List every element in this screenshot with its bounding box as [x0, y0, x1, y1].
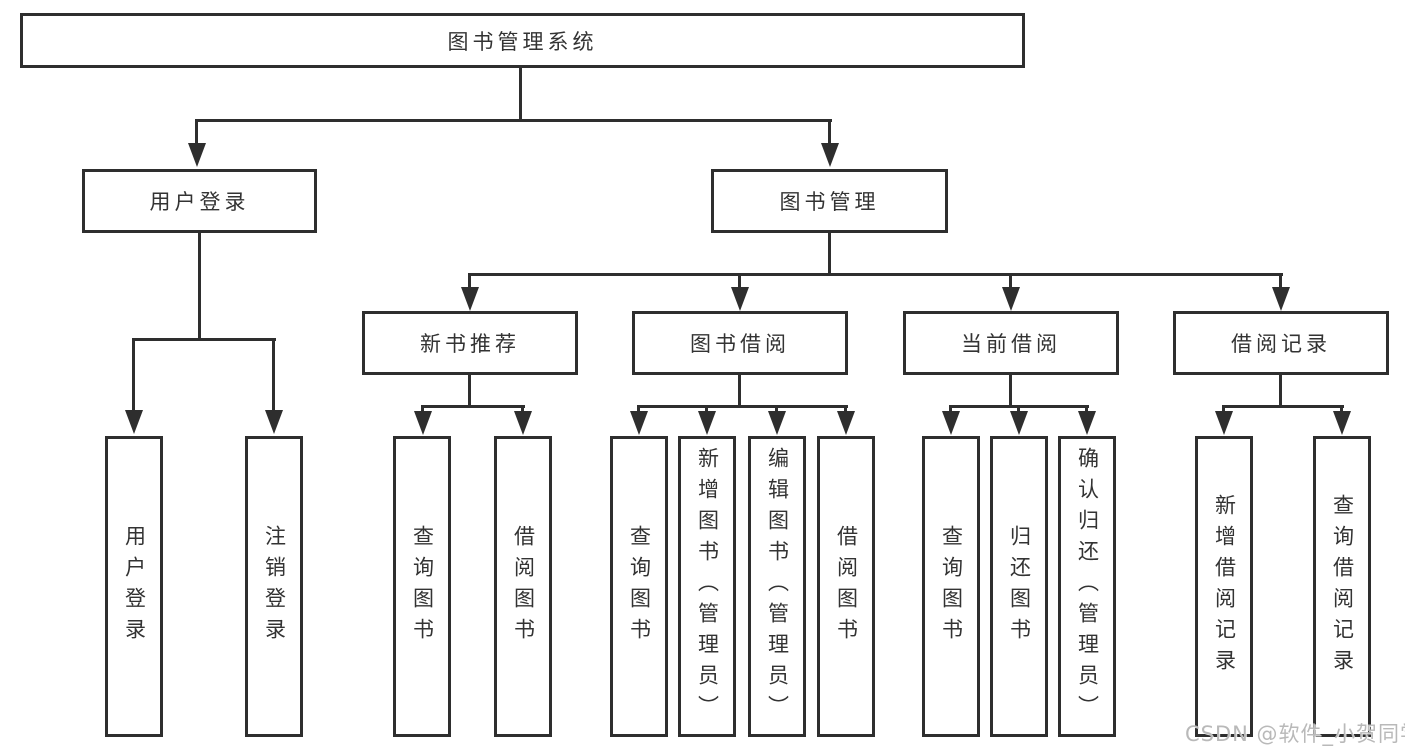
arrow-book-borrow	[731, 287, 749, 311]
leaf-user-login-label: 用户登录	[122, 524, 147, 649]
connector-book-borrow-drop	[738, 375, 741, 408]
arrow-query-books-1	[414, 411, 432, 435]
leaf-add-borrow-record-label: 新增借阅记录	[1212, 493, 1237, 680]
leaf-add-borrow-record: 新增借阅记录	[1195, 436, 1253, 737]
leaf-borrow-books-1: 借阅图书	[494, 436, 552, 737]
connector-leaf-login-stub	[132, 338, 135, 414]
leaf-return-books: 归还图书	[990, 436, 1048, 737]
connector-new-books-rail	[421, 405, 525, 408]
node-current-borrowing-label: 当前借阅	[961, 332, 1061, 356]
arrow-return-books	[1010, 411, 1028, 435]
node-book-management-label: 图书管理	[779, 190, 880, 214]
leaf-confirm-return-admin-label: 确认归还（管理员）	[1075, 447, 1100, 726]
connector-stub	[1017, 405, 1020, 414]
arrow-new-books	[461, 287, 479, 311]
connector-user-login-drop	[198, 233, 201, 341]
connector-book-mgmt-stub	[828, 119, 831, 147]
connector-stub	[1085, 405, 1088, 414]
leaf-borrow-books-2: 借阅图书	[817, 436, 875, 737]
arrow-edit-book	[768, 411, 786, 435]
node-book-borrowing-label: 图书借阅	[690, 332, 790, 356]
leaf-query-books-1: 查询图书	[393, 436, 451, 737]
node-user-login: 用户登录	[82, 169, 317, 233]
connector-stub	[521, 405, 524, 414]
node-current-borrowing: 当前借阅	[903, 311, 1119, 375]
leaf-borrow-books-1-label: 借阅图书	[511, 524, 536, 649]
arrow-leaf-logout	[265, 410, 283, 434]
arrow-add-borrow-record	[1215, 411, 1233, 435]
connector-current-borrow-stub	[1009, 273, 1012, 290]
leaf-return-books-label: 归还图书	[1007, 524, 1032, 649]
arrow-leaf-login	[125, 410, 143, 434]
connector-borrow-records-rail	[1222, 405, 1344, 408]
leaf-edit-book-admin-label: 编辑图书（管理员）	[765, 447, 790, 726]
connector-new-books-stub	[468, 273, 471, 290]
arrow-query-books-2	[630, 411, 648, 435]
connector-stub	[1222, 405, 1225, 414]
node-borrow-records: 借阅记录	[1173, 311, 1389, 375]
connector-borrow-records-stub	[1279, 273, 1282, 290]
connector-book-mgmt-drop	[828, 233, 831, 276]
leaf-query-books-2: 查询图书	[610, 436, 668, 737]
node-new-book-recommend: 新书推荐	[362, 311, 578, 375]
connector-user-login-rail	[132, 338, 276, 341]
connector-book-borrow-rail	[637, 405, 848, 408]
leaf-query-borrow-record-label: 查询借阅记录	[1330, 493, 1355, 680]
leaf-query-borrow-record: 查询借阅记录	[1313, 436, 1371, 737]
connector-user-login-stub	[195, 119, 198, 147]
connector-stub	[705, 405, 708, 414]
node-user-login-label: 用户登录	[149, 190, 250, 214]
arrow-borrow-books-2	[837, 411, 855, 435]
connector-book-borrow-stub	[738, 273, 741, 290]
watermark: CSDN @软件_小贺同学	[1185, 722, 1405, 746]
connector-root-drop	[519, 66, 522, 122]
node-new-book-recommend-label: 新书推荐	[420, 332, 520, 356]
leaf-add-book-admin-label: 新增图书（管理员）	[695, 447, 720, 726]
node-library-system: 图书管理系统	[20, 13, 1025, 68]
arrow-confirm-return	[1078, 411, 1096, 435]
connector-leaf-logout-stub	[272, 338, 275, 414]
arrow-borrow-books-1	[514, 411, 532, 435]
leaf-confirm-return-admin: 确认归还（管理员）	[1058, 436, 1116, 737]
leaf-add-book-admin: 新增图书（管理员）	[678, 436, 736, 737]
leaf-logout-label: 注销登录	[262, 524, 287, 649]
arrow-add-book	[698, 411, 716, 435]
node-library-system-label: 图书管理系统	[447, 29, 598, 54]
connector-stub	[637, 405, 640, 414]
arrow-current-borrow	[1002, 287, 1020, 311]
connector-stub	[844, 405, 847, 414]
arrow-user-login	[188, 143, 206, 167]
leaf-user-login: 用户登录	[105, 436, 163, 737]
leaf-query-books-3-label: 查询图书	[939, 524, 964, 649]
connector-root-rail	[196, 119, 832, 122]
leaf-logout: 注销登录	[245, 436, 303, 737]
node-book-borrowing: 图书借阅	[632, 311, 848, 375]
connector-stub	[949, 405, 952, 414]
connector-book-mgmt-rail	[468, 273, 1283, 276]
leaf-query-books-1-label: 查询图书	[410, 524, 435, 649]
connector-stub	[421, 405, 424, 414]
node-book-management: 图书管理	[711, 169, 948, 233]
arrow-book-mgmt	[821, 143, 839, 167]
leaf-query-books-3: 查询图书	[922, 436, 980, 737]
arrow-borrow-records	[1272, 287, 1290, 311]
node-borrow-records-label: 借阅记录	[1231, 332, 1331, 356]
connector-borrow-records-drop	[1279, 375, 1282, 408]
connector-stub	[775, 405, 778, 414]
arrow-query-borrow-record	[1333, 411, 1351, 435]
connector-new-books-drop	[468, 375, 471, 408]
leaf-edit-book-admin: 编辑图书（管理员）	[748, 436, 806, 737]
leaf-query-books-2-label: 查询图书	[627, 524, 652, 649]
leaf-borrow-books-2-label: 借阅图书	[834, 524, 859, 649]
connector-stub	[1340, 405, 1343, 414]
arrow-query-books-3	[942, 411, 960, 435]
connector-current-borrow-drop	[1009, 375, 1012, 408]
